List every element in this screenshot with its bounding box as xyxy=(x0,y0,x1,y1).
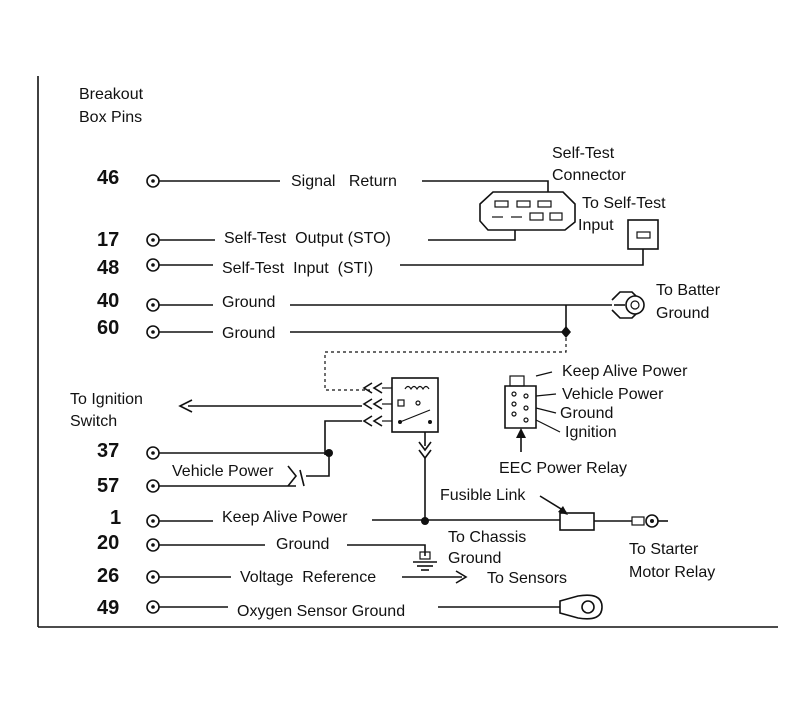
pin-1-terminal-icon xyxy=(146,514,160,528)
pin-46-label: Signal Return xyxy=(291,173,397,190)
header-line-2: Box Pins xyxy=(79,109,142,126)
oxygen-sensor-ring-terminal-icon xyxy=(559,594,603,620)
ground-junction-dot-icon xyxy=(561,326,571,338)
relay-ground-dashed-wire xyxy=(324,338,567,391)
chassis-ground-symbol-icon xyxy=(413,551,437,571)
self-test-connector-icon xyxy=(479,191,576,231)
pin-48-terminal-icon xyxy=(146,258,160,272)
pin-20-label: Ground xyxy=(276,536,329,553)
fusible-link-icon xyxy=(559,512,595,531)
pin-48-label: Self-Test Input (STI) xyxy=(222,260,373,277)
fusible-link-label: Fusible Link xyxy=(440,487,526,504)
vehicle-power-splice-icon xyxy=(287,465,305,487)
pin-60-label: Ground xyxy=(222,325,275,342)
self-test-input-label-line-1: To Self-Test xyxy=(582,195,666,212)
battery-ground-label-line-1: To Batter xyxy=(656,282,721,299)
eec-power-relay-connector-icon xyxy=(504,371,561,433)
keep-alive-junction-dot-icon xyxy=(421,517,429,525)
relay-pin-keep-alive-label: Keep Alive Power xyxy=(562,363,688,380)
pin-60-number: 60 xyxy=(97,317,119,339)
pin-17-terminal-icon xyxy=(146,233,160,247)
starter-relay-terminal-icon xyxy=(631,514,668,528)
pin-20-number: 20 xyxy=(97,532,119,554)
vehicle-power-feed-wire xyxy=(324,420,362,455)
relay-pin-ignition-label: Ignition xyxy=(565,424,617,441)
pin-40-terminal-icon xyxy=(146,298,160,312)
signal-return-to-connector-wire xyxy=(422,180,549,192)
pin-49-label: Oxygen Sensor Ground xyxy=(237,603,405,620)
pin-26-number: 26 xyxy=(97,565,119,587)
battery-ground-label-line-2: Ground xyxy=(656,305,709,322)
pin-26-terminal-icon xyxy=(146,570,160,584)
battery-ground-terminal-icon xyxy=(611,291,645,319)
to-sensors-arrow-icon xyxy=(455,570,468,584)
vehicle-power-branch-wire xyxy=(306,453,330,477)
pin-40-number: 40 xyxy=(97,290,119,312)
pin-60-terminal-icon xyxy=(146,325,160,339)
starter-relay-label-line-1: To Starter xyxy=(629,541,699,558)
ignition-switch-label-line-2: Switch xyxy=(70,413,117,430)
pin-49-terminal-icon xyxy=(146,600,160,614)
pin-37-number: 37 xyxy=(97,440,119,462)
starter-relay-label-line-2: Motor Relay xyxy=(629,564,715,581)
pin-17-number: 17 xyxy=(97,229,119,251)
header-line-1: Breakout xyxy=(79,86,144,103)
self-test-input-label-line-2: Input xyxy=(578,217,614,234)
to-sensors-label: To Sensors xyxy=(487,570,567,587)
relay-pin-ground-label: Ground xyxy=(560,405,613,422)
self-test-input-jumper-icon xyxy=(627,219,659,250)
ignition-switch-label-line-1: To Ignition xyxy=(70,391,143,408)
pin-1-number: 1 xyxy=(110,507,121,529)
pin-48-number: 48 xyxy=(97,257,119,279)
pin-20-terminal-icon xyxy=(146,538,160,552)
pin-57-label: Vehicle Power xyxy=(172,463,274,480)
pin-17-label: Self-Test Output (STO) xyxy=(224,230,391,247)
pin-1-label: Keep Alive Power xyxy=(222,509,348,526)
pin-49-number: 49 xyxy=(97,597,119,619)
pin-46-number: 46 xyxy=(97,167,119,189)
pin-40-label: Ground xyxy=(222,294,275,311)
relay-pin-vehicle-power-label: Vehicle Power xyxy=(562,386,664,403)
connector-label-line-1: Self-Test xyxy=(552,145,615,162)
pin-37-terminal-icon xyxy=(146,446,160,460)
pin-26-label: Voltage Reference xyxy=(240,569,376,586)
chassis-ground-label-line-1: To Chassis xyxy=(448,529,526,546)
chassis-ground-label-line-2: Ground xyxy=(448,550,501,567)
sto-to-connector-wire xyxy=(428,230,516,241)
pin-57-terminal-icon xyxy=(146,479,160,493)
ignition-arrow-icon xyxy=(178,399,193,413)
chassis-ground-wire xyxy=(347,544,426,556)
eec-relay-pointer-arrow-icon xyxy=(516,428,526,438)
relay-module-icon xyxy=(362,377,439,433)
pin-46-terminal-icon xyxy=(146,174,160,188)
connector-label-line-2: Connector xyxy=(552,167,626,184)
sti-to-self-test-input-wire xyxy=(400,249,644,266)
eec-power-relay-label: EEC Power Relay xyxy=(499,460,627,477)
pin-57-number: 57 xyxy=(97,475,119,497)
